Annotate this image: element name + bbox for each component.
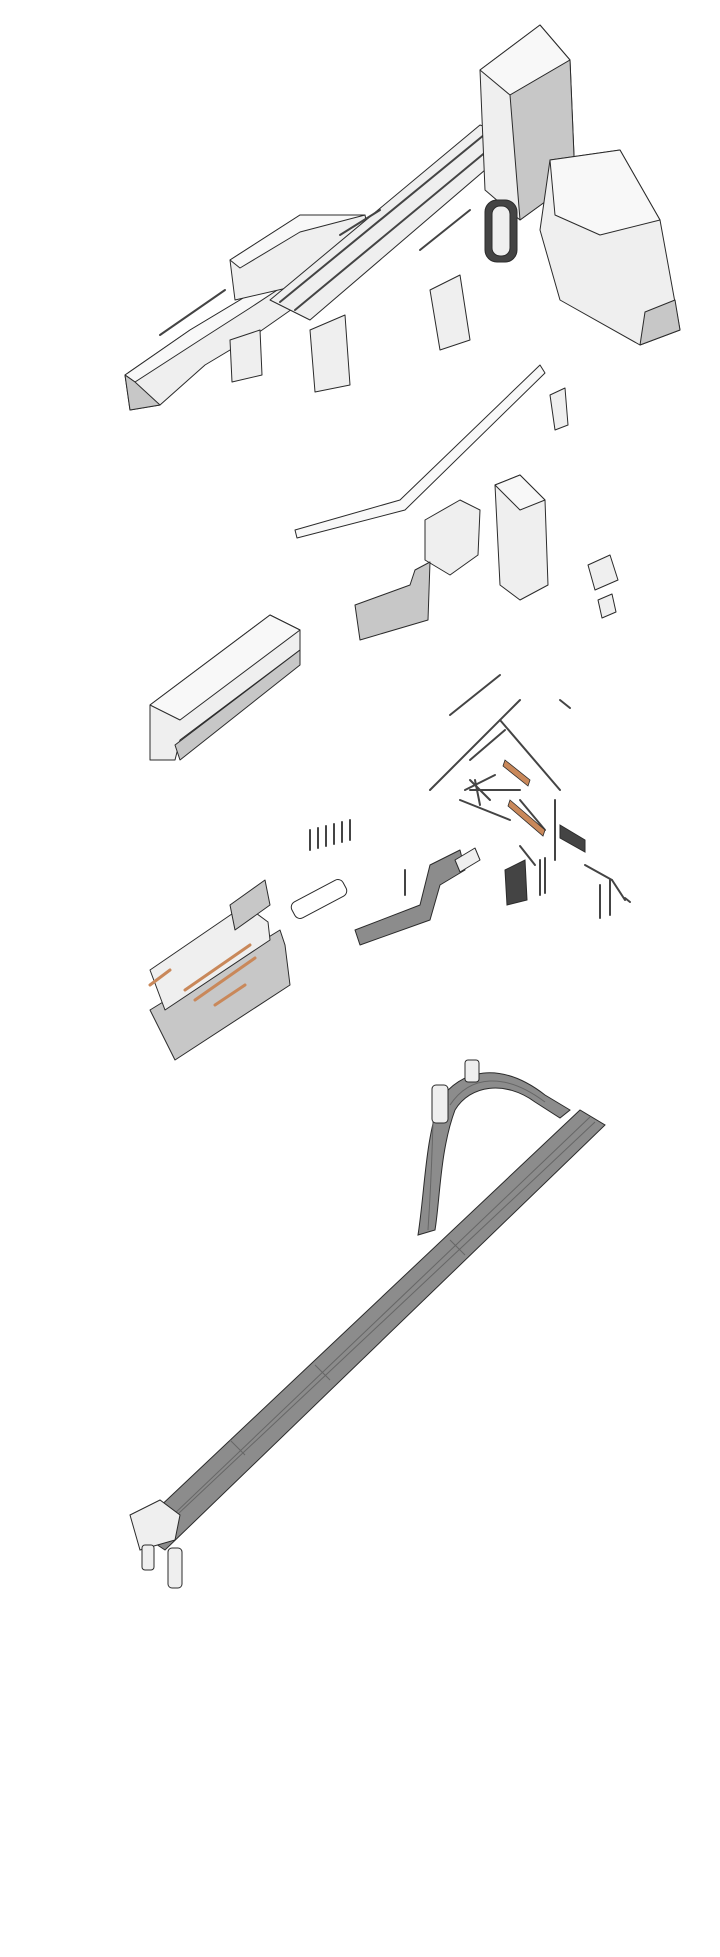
mid-left-volume-shadow [174, 649, 301, 761]
track-curved-branch [417, 1072, 571, 1236]
column-line [469, 729, 506, 761]
ground-slab-left-top [149, 904, 271, 1011]
track-end-block [129, 1499, 181, 1551]
frame-piece [504, 859, 528, 906]
frame-post [519, 845, 536, 866]
slab-accent [193, 956, 257, 1002]
beam-line [459, 799, 511, 821]
pylon-top [431, 1084, 449, 1124]
curved-track-base [129, 1059, 606, 1589]
rounded-frame [290, 879, 348, 919]
upper-volume-cluster [424, 499, 481, 576]
track-joint [449, 1239, 466, 1256]
cross-beam [474, 779, 481, 806]
roof-ribbon-tab [549, 387, 569, 431]
track-joint [229, 1439, 246, 1456]
pylon-bottom-2 [141, 1544, 155, 1571]
track-rail-line [149, 1116, 591, 1538]
detail-line [339, 209, 381, 236]
ground-floor-slabs [148, 847, 481, 1061]
track-curved-rail-2 [427, 1119, 434, 1231]
beam-line [519, 799, 546, 831]
slab-accent [183, 943, 252, 992]
detail-line [419, 209, 471, 251]
frame-post [624, 897, 631, 903]
track-rail-line [144, 1121, 596, 1546]
ground-slab-mid [354, 849, 466, 946]
track-joint [314, 1364, 331, 1381]
roof-ribbon-and-upper-volumes [294, 364, 619, 641]
beam-line [469, 779, 491, 801]
slab-accent [148, 968, 172, 987]
right-wing-end [639, 299, 681, 346]
ground-slab-small [454, 847, 481, 873]
lower-volume-a [429, 274, 471, 351]
frame-piece-orange [507, 799, 546, 837]
frame-piece [559, 824, 586, 853]
mid-slab-strip [354, 561, 431, 641]
mid-level-volumes [149, 614, 301, 761]
lower-volume-c [229, 329, 263, 383]
frame-post [611, 879, 626, 901]
left-wing-end [124, 374, 161, 411]
right-small-block-2 [597, 593, 617, 619]
assembled-building [124, 24, 681, 411]
diagonal-bar-edge [279, 129, 491, 303]
pylon-bottom [167, 1547, 183, 1589]
diagonal-bar-edge-2 [294, 135, 506, 311]
roof-ribbon [294, 364, 546, 539]
right-small-block [587, 554, 619, 591]
detail-line [159, 289, 226, 336]
frame-piece-orange [502, 759, 531, 787]
right-wing-top [549, 149, 661, 236]
column-line [449, 674, 501, 716]
lower-volume-b [309, 314, 351, 393]
column-line [429, 699, 521, 791]
slab-accent [213, 983, 247, 1007]
beam-line [559, 699, 571, 709]
ground-volume [229, 879, 271, 931]
core-cylinder-inner [491, 205, 511, 257]
mid-left-volume-top [149, 614, 301, 721]
beam-line [499, 719, 561, 791]
mid-volume-top [229, 214, 366, 269]
cross-beam [464, 774, 496, 791]
track-curved-rail [449, 1080, 546, 1106]
frame-post [584, 864, 613, 881]
structural-frame-elements [309, 674, 631, 919]
upper-volume-tower-top [494, 474, 546, 511]
pylon-top-2 [464, 1059, 480, 1083]
